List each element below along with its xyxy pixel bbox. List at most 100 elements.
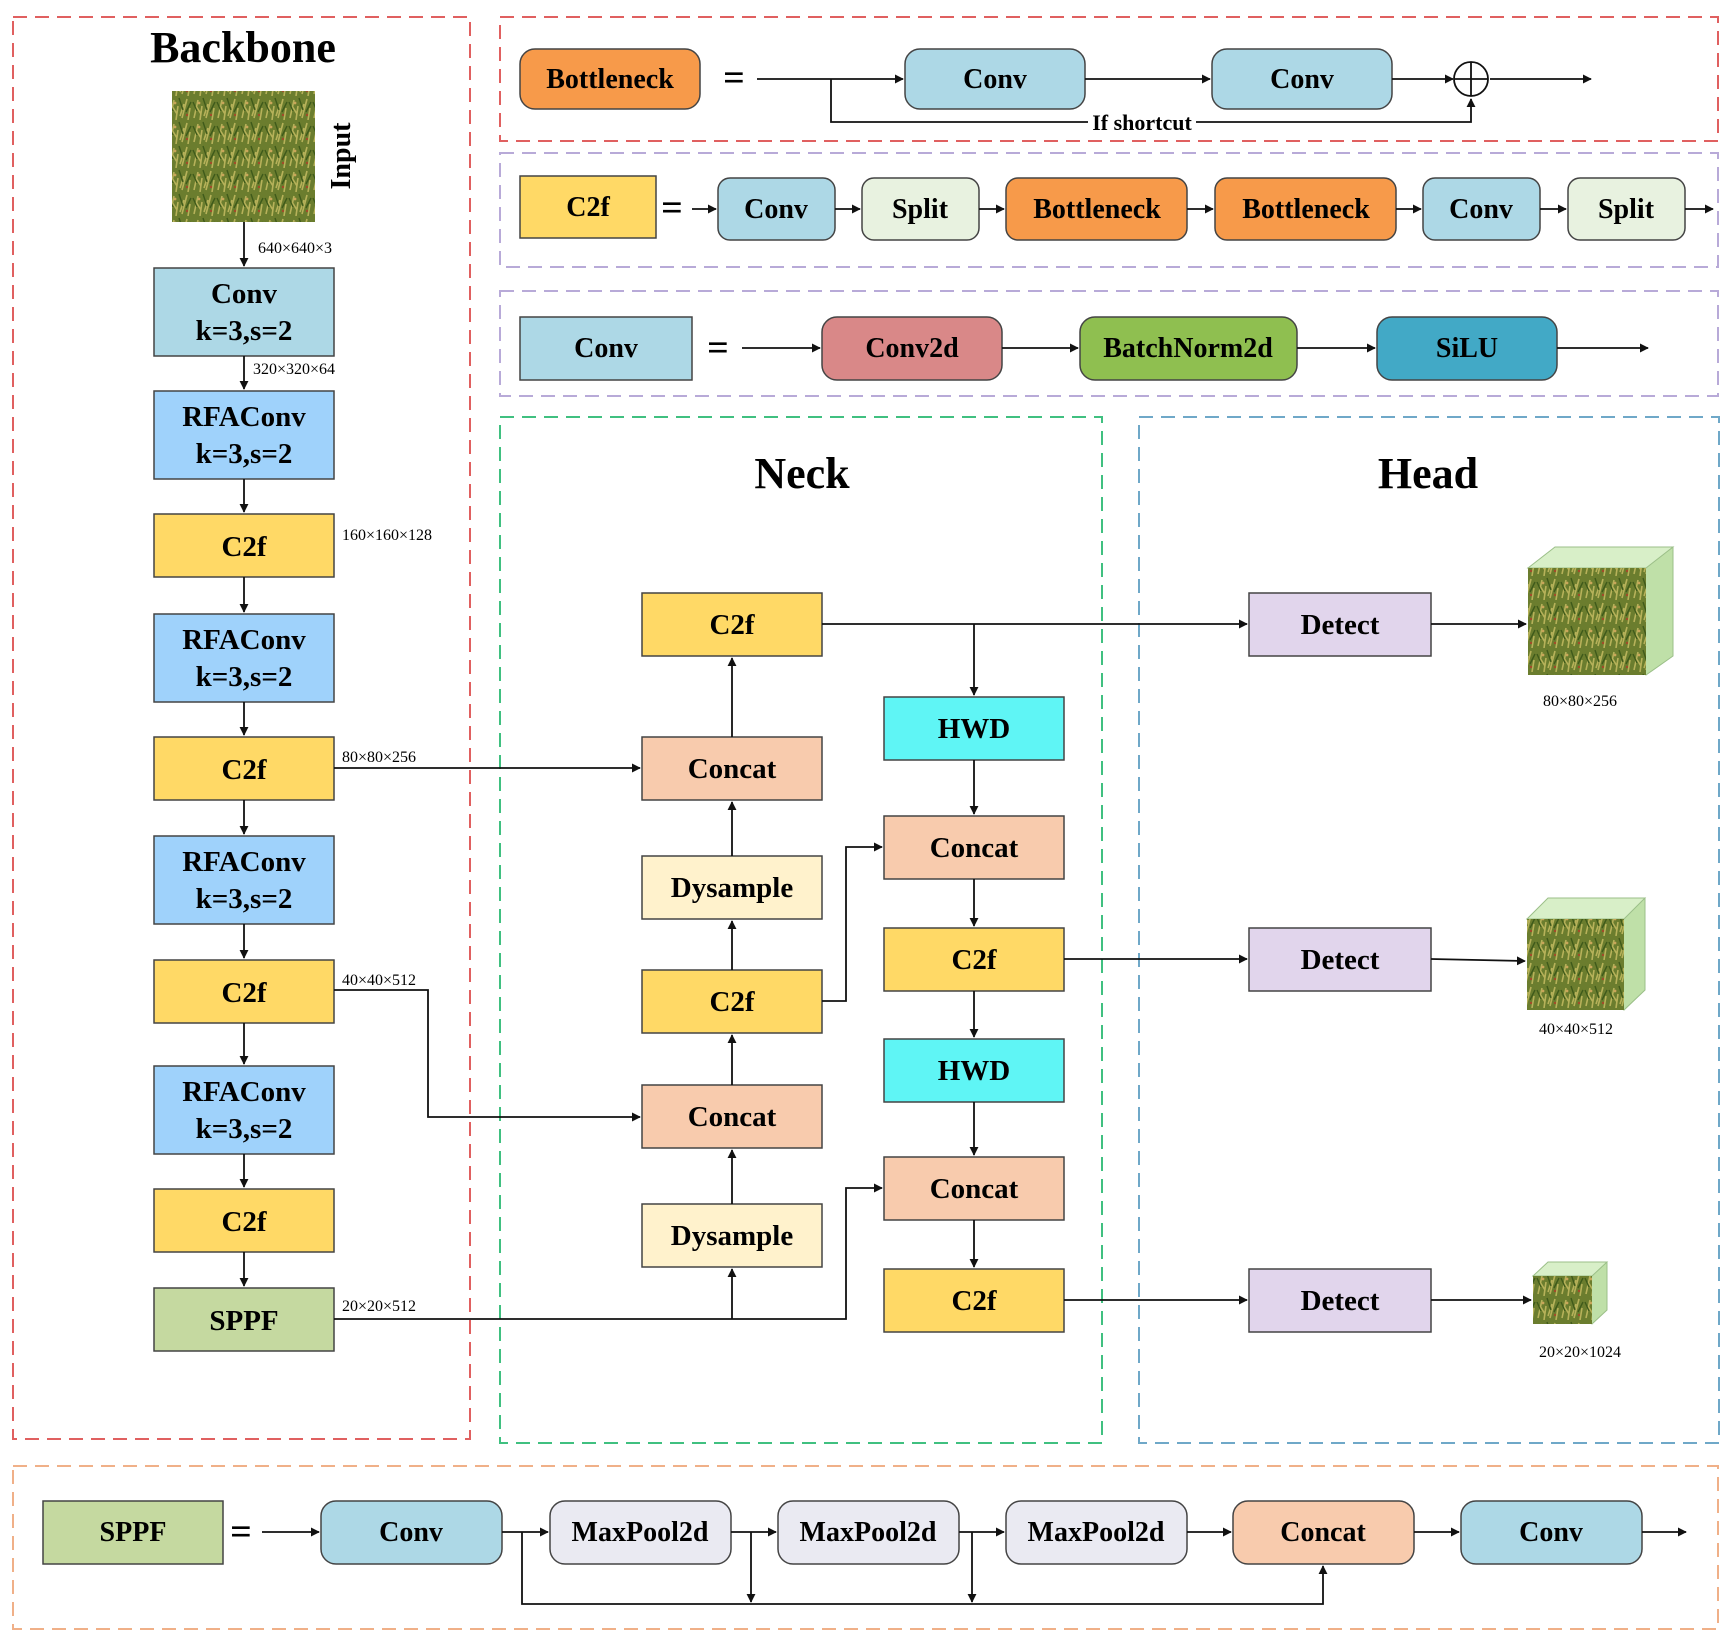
shortcut-label-bg (1088, 110, 1196, 134)
backbone-c2f-2-block: C2f (153, 736, 335, 801)
legend-batchnorm2d-label: BatchNorm2d (1103, 333, 1273, 364)
bottleneck-legend-frame (499, 16, 1719, 142)
legend-silu: SiLU (1376, 316, 1558, 381)
sppf-legend-frame (12, 1465, 1719, 1630)
neck-hwd-2-label: HWD (938, 1055, 1011, 1087)
backbone-frame (12, 16, 471, 1440)
neck-hwd-1-block: HWD (883, 696, 1065, 761)
legend-sppf-block: SPPF (42, 1500, 224, 1565)
legend-conv2d: Conv2d (821, 316, 1003, 381)
backbone-c2f-1-block: C2f (153, 513, 335, 578)
head-title: Head (1378, 449, 1478, 498)
rfaconv-1-label: RFAConv (182, 401, 306, 433)
legend-sppf-conv-2-label: Conv (1519, 1517, 1583, 1548)
head-detect-3-block: Detect (1248, 1268, 1432, 1333)
neck-concat-2-block: Concat (641, 1084, 823, 1149)
legend-bottleneck-conv-1: Conv (904, 48, 1086, 110)
legend-conv-label: Conv (574, 333, 638, 364)
backbone-rfaconv-1-block: RFAConv k=3,s=2 (153, 390, 335, 480)
legend-c2f-conv-2-label: Conv (1449, 194, 1513, 225)
legend-sppf-maxpool-1-label: MaxPool2d (572, 1517, 709, 1548)
neck-dysample-1-block: Dysample (641, 855, 823, 920)
c2f-3-label: C2f (221, 977, 266, 1009)
neck-c2f-top-label: C2f (709, 609, 754, 641)
backbone-rfaconv-3-block: RFAConv k=3,s=2 (153, 835, 335, 925)
dim-input: 640×640×3 (258, 240, 332, 257)
neck-hwd-1-label: HWD (938, 713, 1011, 745)
backbone-conv-label: Conv (211, 278, 278, 310)
neck-c2f-mid-label: C2f (709, 986, 754, 1018)
head-detect-1-label: Detect (1301, 609, 1380, 641)
legend-batchnorm2d: BatchNorm2d (1079, 316, 1298, 381)
shortcut-label: If shortcut (1092, 110, 1192, 135)
output-cube-2 (1525, 897, 1647, 1011)
input-label: Input (326, 122, 357, 190)
legend-sppf-connectors (262, 1527, 1687, 1605)
rfaconv-4-label: RFAConv (182, 1076, 306, 1108)
c2f-1-label: C2f (221, 531, 266, 563)
neck-concat-2-label: Concat (688, 1101, 777, 1133)
legend-sppf-conv-1: Conv (320, 1500, 503, 1565)
legend-sppf-maxpool-2-label: MaxPool2d (800, 1517, 937, 1548)
head-detect-2-block: Detect (1248, 927, 1432, 992)
dim-after-conv: 320×320×64 (253, 361, 335, 378)
neck-c2f-mid-block: C2f (641, 969, 823, 1034)
legend-sppf-conv-2: Conv (1460, 1500, 1643, 1565)
neck-concat-1-label: Concat (688, 753, 777, 785)
rfaconv-1-params: k=3,s=2 (196, 438, 293, 470)
input-image (172, 91, 315, 222)
neck-c2f-right-1-block: C2f (883, 927, 1065, 992)
output-cube-3 (1531, 1261, 1609, 1325)
dim-c2f-1: 160×160×128 (342, 527, 432, 544)
legend-c2f-bottleneck-1: Bottleneck (1005, 177, 1188, 241)
output-cube-1 (1526, 546, 1675, 676)
legend-sppf-maxpool-2: MaxPool2d (777, 1500, 960, 1565)
legend-c2f-block: C2f (519, 175, 657, 239)
legend-conv-block: Conv (519, 316, 693, 381)
legend-c2f-conv-2: Conv (1422, 177, 1541, 241)
legend-bottleneck-label: Bottleneck (546, 64, 674, 95)
neck-c2f-right-2-label: C2f (951, 1285, 996, 1317)
legend-sppf-maxpool-1: MaxPool2d (549, 1500, 732, 1565)
legend-c2f-conv-1: Conv (717, 177, 836, 241)
neck-hwd-2-block: HWD (883, 1038, 1065, 1103)
legend-sppf-conv-1-label: Conv (379, 1517, 443, 1548)
legend-silu-label: SiLU (1436, 333, 1498, 364)
dim-c2f-3: 40×40×512 (342, 972, 416, 989)
rfaconv-3-params: k=3,s=2 (196, 883, 293, 915)
legend-bottleneck-equals: = (723, 57, 745, 99)
legend-sppf-concat-label: Concat (1280, 1517, 1366, 1548)
head-detect-2-label: Detect (1301, 944, 1380, 976)
output-dim-1: 80×80×256 (1543, 693, 1617, 710)
rfaconv-2-label: RFAConv (182, 624, 306, 656)
backbone-rfaconv-2-block: RFAConv k=3,s=2 (153, 613, 335, 703)
backbone-conv-block: Conv k=3,s=2 (153, 267, 335, 357)
neck-concat-3-label: Concat (930, 832, 1019, 864)
backbone-conv-params: k=3,s=2 (196, 315, 293, 347)
legend-c2f-split-1-label: Split (892, 194, 949, 225)
dim-c2f-2: 80×80×256 (342, 749, 416, 766)
rfaconv-2-params: k=3,s=2 (196, 661, 293, 693)
legend-sppf-label: SPPF (100, 1517, 167, 1548)
backbone-c2f-4-block: C2f (153, 1188, 335, 1253)
head-frame (1138, 416, 1720, 1444)
neck-concat-4-block: Concat (883, 1156, 1065, 1221)
legend-c2f-split-1: Split (861, 177, 980, 241)
legend-c2f-split-2: Split (1567, 177, 1686, 241)
legend-sppf-maxpool-3-label: MaxPool2d (1028, 1517, 1165, 1548)
legend-bottleneck-conv-2: Conv (1211, 48, 1393, 110)
head-detect-1-block: Detect (1248, 592, 1432, 657)
legend-conv2d-label: Conv2d (865, 333, 959, 364)
neck-c2f-right-1-label: C2f (951, 944, 996, 976)
backbone-c2f-3-block: C2f (153, 959, 335, 1024)
neck-dysample-2-block: Dysample (641, 1203, 823, 1268)
backbone-rfaconv-4-block: RFAConv k=3,s=2 (153, 1065, 335, 1155)
c2f-legend-frame (499, 152, 1719, 268)
neck-concat-1-block: Concat (641, 736, 823, 801)
legend-sppf-concat: Concat (1232, 1500, 1415, 1565)
c2f-2-label: C2f (221, 754, 266, 786)
neck-connectors (334, 619, 1532, 1320)
c2f-4-label: C2f (221, 1206, 266, 1238)
